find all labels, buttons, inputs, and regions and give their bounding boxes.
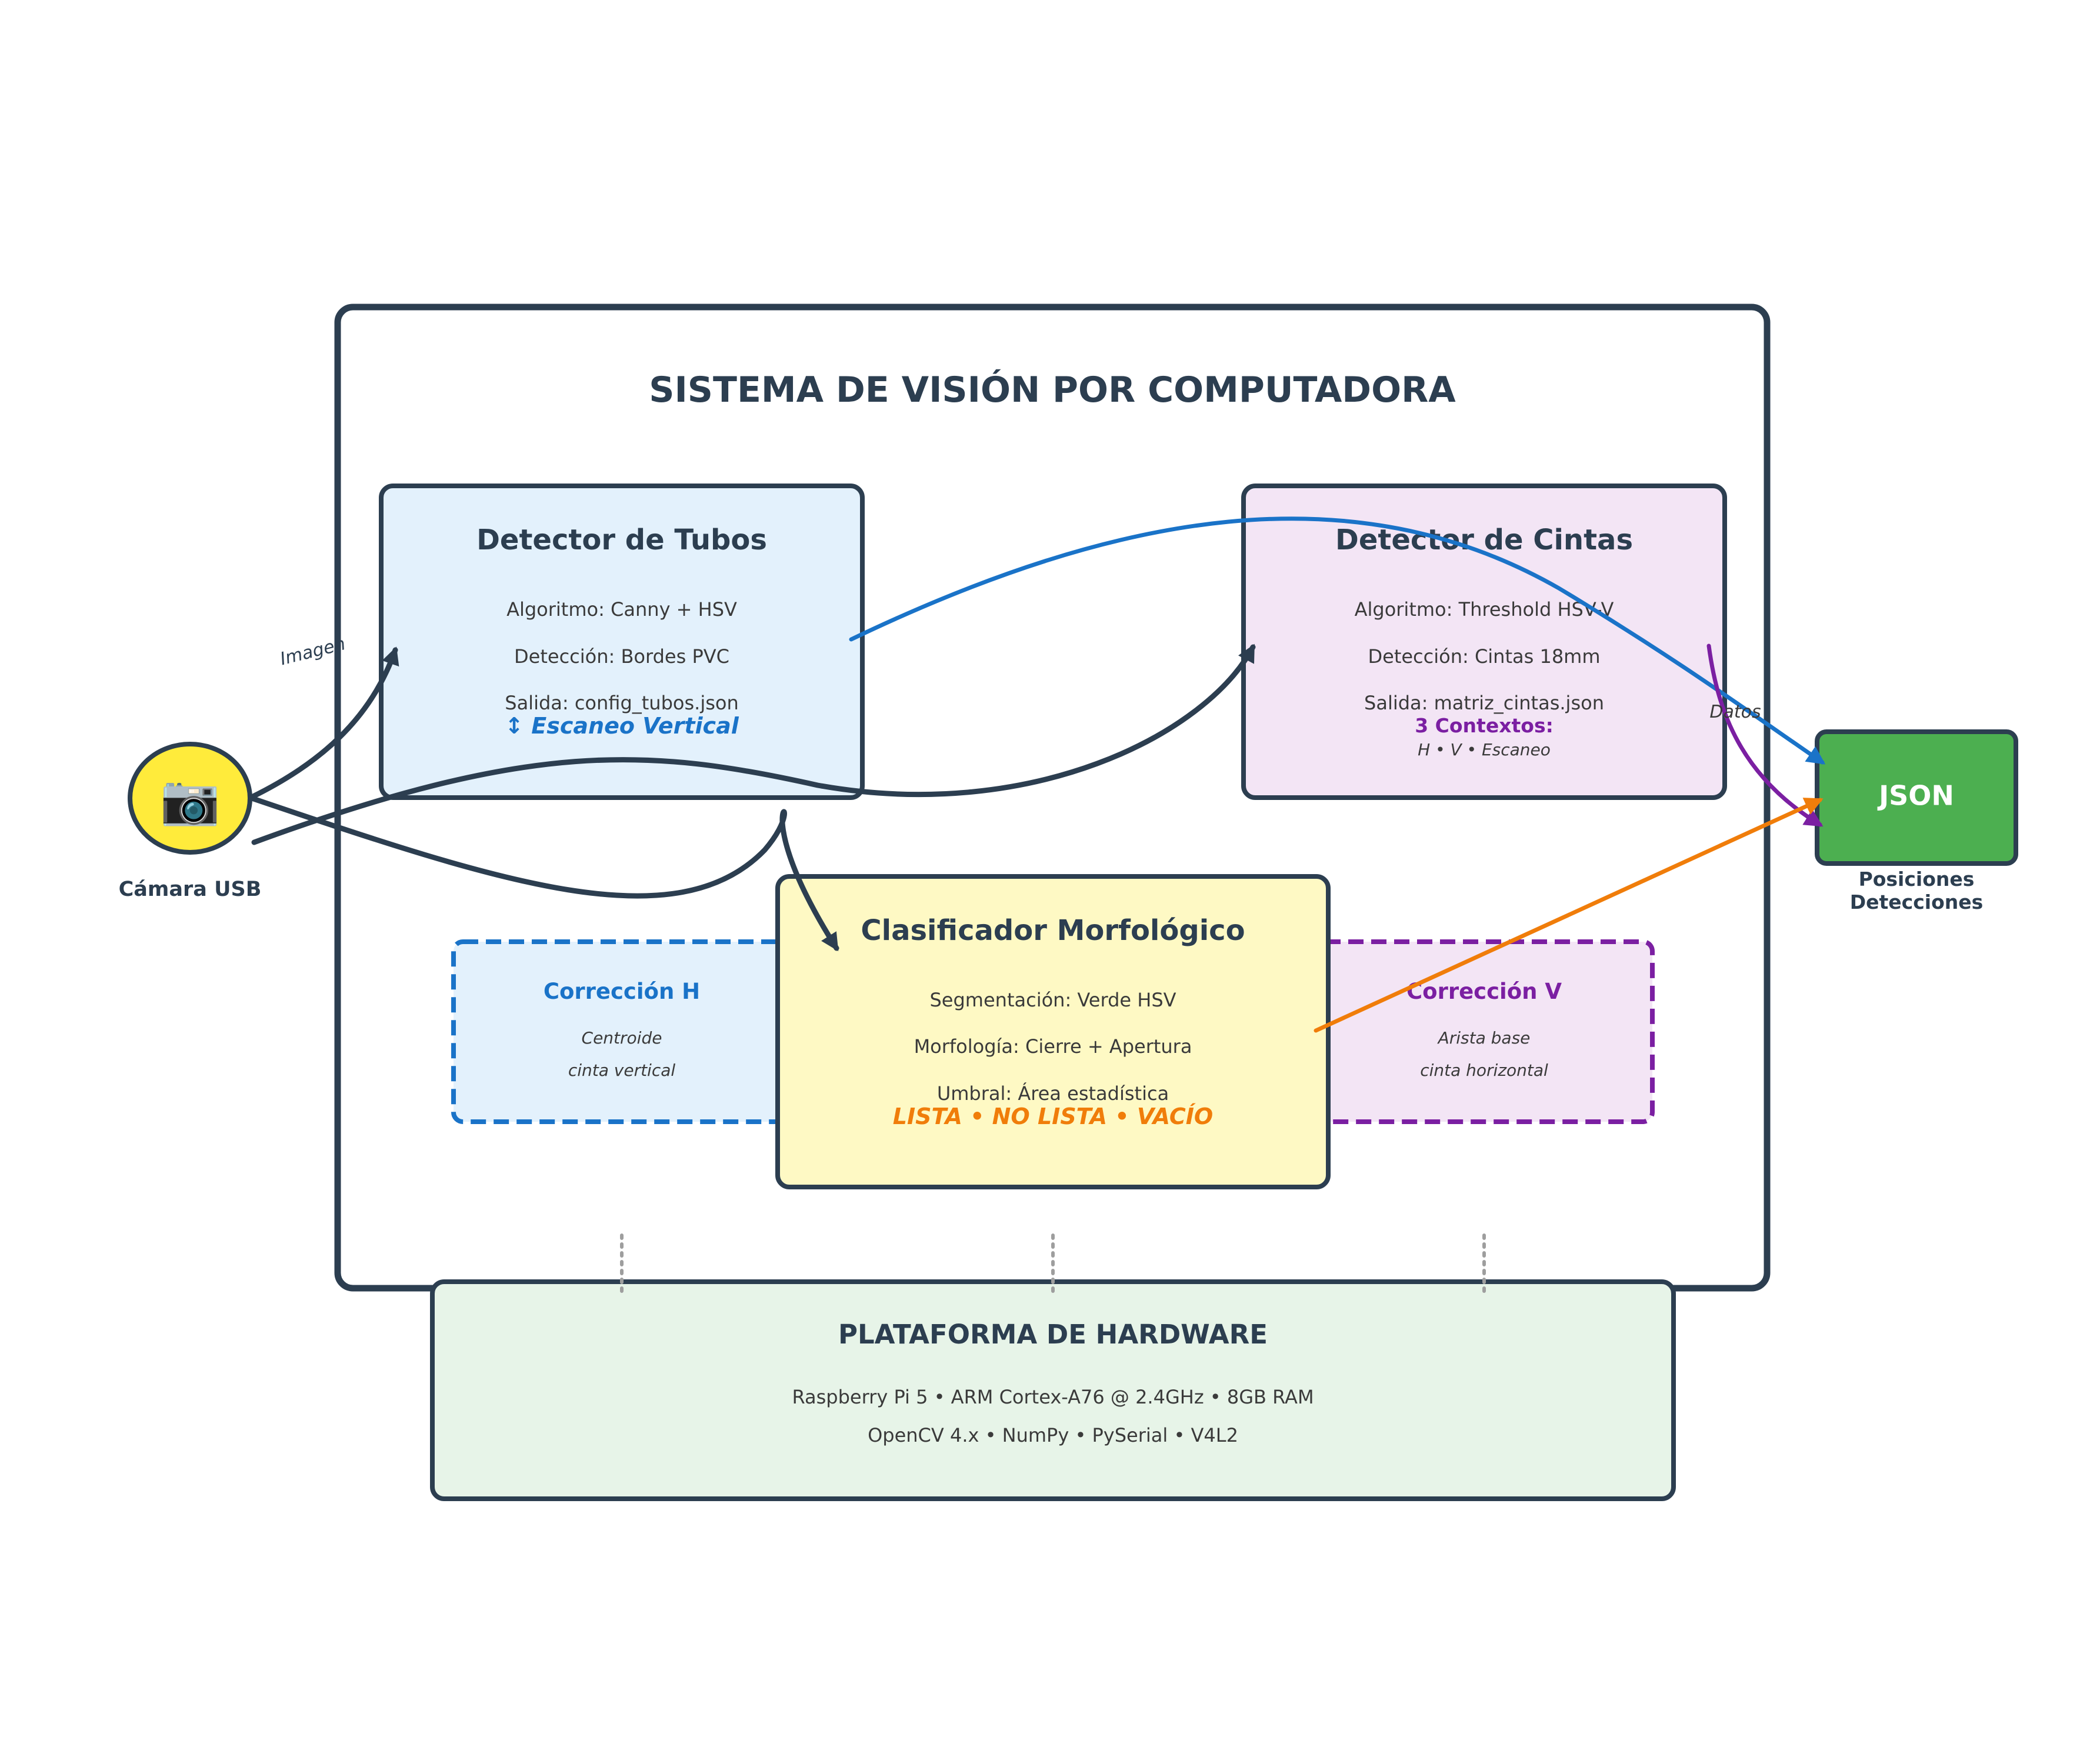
clasificador-umbral: Umbral: Área estadística	[937, 1082, 1169, 1105]
edge-clasificador-to-json	[1314, 798, 1824, 1033]
correccion-h-title: Corrección H	[544, 979, 700, 1004]
detector-tubos-box	[379, 484, 865, 800]
json-label: JSON	[1877, 780, 1954, 812]
detector-cintas-contextos: 3 Contextos:	[1415, 714, 1554, 737]
json-output-node[interactable]: JSON Posiciones Detecciones	[1815, 729, 2018, 913]
detector-cintas-node[interactable]: Detector de Cintas Algoritmo: Threshold …	[1241, 484, 1727, 800]
detector-tubos-deteccion: Detección: Bordes PVC	[514, 645, 729, 668]
detector-cintas-contextos-detalle: H • V • Escaneo	[1418, 740, 1551, 759]
edge-camera-to-cintas	[251, 644, 1256, 845]
detector-cintas-algoritmo: Algoritmo: Threshold HSV-V	[1355, 598, 1614, 621]
hardware-line2: OpenCV 4.x • NumPy • PySerial • V4L2	[868, 1424, 1238, 1446]
correccion-v-node[interactable]: Corrección V Arista base cinta horizonta…	[1314, 939, 1655, 1124]
edge-camera-to-clasificador	[249, 795, 839, 952]
detector-tubos-node[interactable]: Detector de Tubos Algoritmo: Canny + HSV…	[379, 484, 865, 800]
hardware-line1: Raspberry Pi 5 • ARM Cortex-A76 @ 2.4GHz…	[792, 1386, 1314, 1408]
correccion-h-line2: cinta vertical	[568, 1061, 676, 1080]
detector-cintas-salida: Salida: matriz_cintas.json	[1364, 692, 1604, 714]
edge-tubos-to-json	[849, 516, 1826, 765]
clasificador-node[interactable]: Clasificador Morfológico Segmentación: V…	[775, 874, 1331, 1189]
detector-cintas-deteccion: Detección: Cintas 18mm	[1368, 645, 1600, 668]
correccion-v-title: Corrección V	[1406, 979, 1562, 1004]
json-box	[1815, 729, 2018, 866]
hardware-node[interactable]: PLATAFORMA DE HARDWARE Raspberry Pi 5 • …	[430, 1279, 1676, 1501]
detector-cintas-box	[1241, 484, 1727, 800]
edge-camera-to-tubos	[249, 646, 399, 800]
clasificador-estados: LISTA • NO LISTA • VACÍO	[893, 1103, 1213, 1129]
clasificador-morfologia: Morfología: Cierre + Apertura	[914, 1035, 1192, 1058]
correccion-h-box	[451, 939, 792, 1124]
correccion-v-line1: Arista base	[1437, 1028, 1531, 1048]
detector-tubos-salida: Salida: config_tubos.json	[505, 692, 738, 714]
detector-tubos-title: Detector de Tubos	[476, 524, 767, 556]
detector-tubos-scan: ↕ Escaneo Vertical	[505, 713, 739, 739]
edge-cintas-to-json	[1706, 644, 1824, 827]
clasificador-box	[775, 874, 1331, 1189]
camera-label: Cámara USB	[119, 878, 262, 901]
clasificador-segmentacion: Segmentación: Verde HSV	[929, 989, 1176, 1011]
correccion-v-line2: cinta horizontal	[1420, 1061, 1548, 1080]
hardware-title: PLATAFORMA DE HARDWARE	[838, 1319, 1268, 1350]
json-caption-1: Posiciones	[1859, 868, 1975, 891]
detector-tubos-algoritmo: Algoritmo: Canny + HSV	[506, 598, 737, 621]
correccion-h-node[interactable]: Corrección H Centroide cinta vertical	[451, 939, 792, 1124]
edge-label-datos: Datos	[1709, 702, 1761, 722]
camera-icon: 📷	[160, 772, 220, 828]
camera-node[interactable]: 📷 Cámara USB	[119, 742, 262, 901]
correccion-h-line1: Centroide	[582, 1028, 662, 1048]
json-caption-2: Detecciones	[1850, 891, 1984, 913]
clasificador-title: Clasificador Morfológico	[861, 914, 1245, 947]
system-title: SISTEMA DE VISIÓN POR COMPUTADORA	[649, 369, 1456, 411]
